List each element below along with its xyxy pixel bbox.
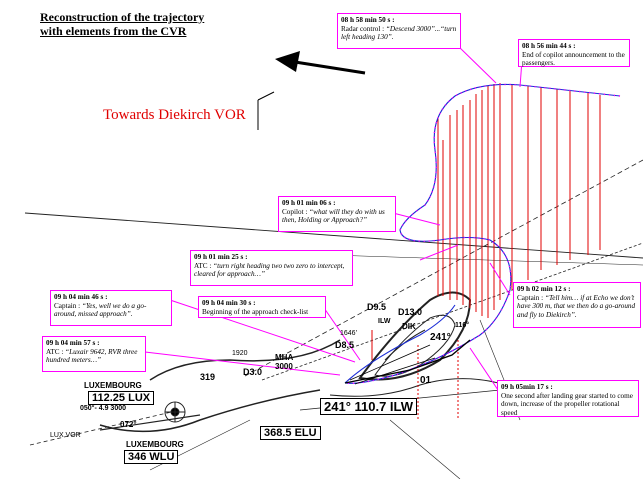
diagram-title: Reconstruction of the trajectory with el… bbox=[40, 10, 204, 38]
direction-arrow bbox=[257, 51, 366, 130]
chart-label-lux-name: LUXEMBOURG bbox=[84, 381, 142, 390]
chart-label-b319: 319 bbox=[200, 372, 216, 382]
annotation-speaker: Captain : bbox=[517, 293, 544, 302]
chart-label-mha-alt: 3000 bbox=[275, 362, 293, 371]
chart-label-wlu-name: LUXEMBOURG bbox=[126, 440, 184, 449]
chart-background bbox=[24, 159, 643, 479]
chart-label-d30: D3.0 bbox=[243, 367, 263, 377]
chart-label-lux-to: LUX VOR bbox=[50, 432, 81, 439]
cvr-time-markers bbox=[371, 83, 601, 420]
annotation-captain-go-around: 09 h 04 min 46 s : Captain : “Yes, well … bbox=[50, 290, 172, 326]
chart-label-mha: MHA bbox=[275, 353, 294, 362]
chart-label-lux-freq: 112.25 LUX bbox=[88, 391, 155, 405]
annotation-quote: “Yes, well we do a go-around, missed app… bbox=[54, 301, 147, 319]
chart-label-elu-freq: 368.5 ELU bbox=[260, 426, 321, 440]
aircraft-trajectory bbox=[344, 83, 621, 385]
annotation-radar-descend: 08 h 58 min 50 s : Radar control : “Desc… bbox=[337, 13, 461, 49]
annotation-speaker: Captain : bbox=[54, 301, 81, 310]
annotation-approach-checklist: 09 h 04 min 30 s : Beginning of the appr… bbox=[198, 296, 326, 318]
annotation-time: 09 h 01 min 25 s : bbox=[194, 253, 248, 261]
annotation-landing-gear: 09 h 05min 17 s : One second after landi… bbox=[497, 380, 639, 417]
annotation-text: One second after landing gear started to… bbox=[501, 391, 633, 417]
chart-label-ilw: ILW bbox=[378, 318, 391, 325]
annotation-speaker: ATC : bbox=[46, 347, 64, 356]
chart-label-ilw-freq: 241° 110.7 ILW bbox=[320, 398, 418, 415]
chart-label-b241: 241° bbox=[430, 332, 451, 343]
annotation-text: Beginning of the approach check-list bbox=[202, 307, 309, 316]
chart-label-b1920: 1920 bbox=[232, 350, 248, 357]
direction-label: Towards Diekirch VOR bbox=[103, 107, 246, 123]
annotation-time: 09 h 02 min 12 s : bbox=[517, 285, 571, 293]
annotation-quote: “Luxair 9642, RVR three hundred meters…” bbox=[46, 347, 138, 365]
annotation-speaker: Copilot : bbox=[282, 207, 308, 216]
title-line-2: with elements from the CVR bbox=[40, 24, 187, 38]
annotation-quote: “what will they do with us then, Holding… bbox=[282, 207, 385, 225]
annotation-time: 08 h 58 min 50 s : bbox=[341, 16, 395, 24]
annotation-time: 09 h 01 min 06 s : bbox=[282, 199, 336, 207]
annotation-copilot-announcement: 08 h 56 min 44 s : End of copilot announ… bbox=[518, 39, 630, 67]
annotation-captain-echo: 09 h 02 min 12 s : Captain : “Tell him… … bbox=[513, 282, 641, 328]
annotation-atc-rvr: 09 h 04 min 57 s : ATC : “Luxair 9642, R… bbox=[42, 336, 146, 372]
chart-label-lux-dist: 050°- 4.9 3000 bbox=[80, 405, 127, 412]
chart-label-b01: 01 bbox=[420, 375, 432, 386]
annotation-time: 09 h 04 min 30 s : bbox=[202, 299, 256, 307]
chart-label-b072: 072° bbox=[120, 420, 137, 429]
chart-label-dik: DIK bbox=[402, 322, 416, 331]
chart-label-d85: D8.5 bbox=[335, 340, 355, 350]
chart-label-b116: 116° bbox=[455, 322, 470, 329]
annotation-quote: “Tell him… if at Echo we don’t have 300 … bbox=[517, 293, 636, 319]
title-line-1: Reconstruction of the trajectory bbox=[40, 10, 205, 24]
chart-label-b1646: 1646' bbox=[340, 330, 357, 337]
annotation-time: 09 h 04 min 46 s : bbox=[54, 293, 108, 301]
annotation-speaker: ATC : bbox=[194, 261, 212, 270]
annotation-text: End of copilot announcement to the passe… bbox=[522, 50, 625, 68]
annotation-quote: “turn right heading two two zero to inte… bbox=[194, 261, 345, 279]
annotation-quote: “Descend 3000”...“turn left heading 130”… bbox=[341, 24, 457, 42]
annotation-time: 09 h 04 min 57 s : bbox=[46, 339, 100, 347]
annotation-speaker: Radar control : bbox=[341, 24, 385, 33]
chart-label-d13: D13.0 bbox=[398, 307, 423, 317]
annotation-time: 08 h 56 min 44 s : bbox=[522, 42, 576, 50]
annotation-time: 09 h 05min 17 s : bbox=[501, 383, 553, 391]
annotation-atc-turn-right: 09 h 01 min 25 s : ATC : “turn right hea… bbox=[190, 250, 353, 286]
chart-label-d9: D9.5 bbox=[367, 302, 387, 312]
chart-label-wlu-freq: 346 WLU bbox=[124, 450, 179, 464]
annotation-copilot-question: 09 h 01 min 06 s : Copilot : “what will … bbox=[278, 196, 396, 232]
